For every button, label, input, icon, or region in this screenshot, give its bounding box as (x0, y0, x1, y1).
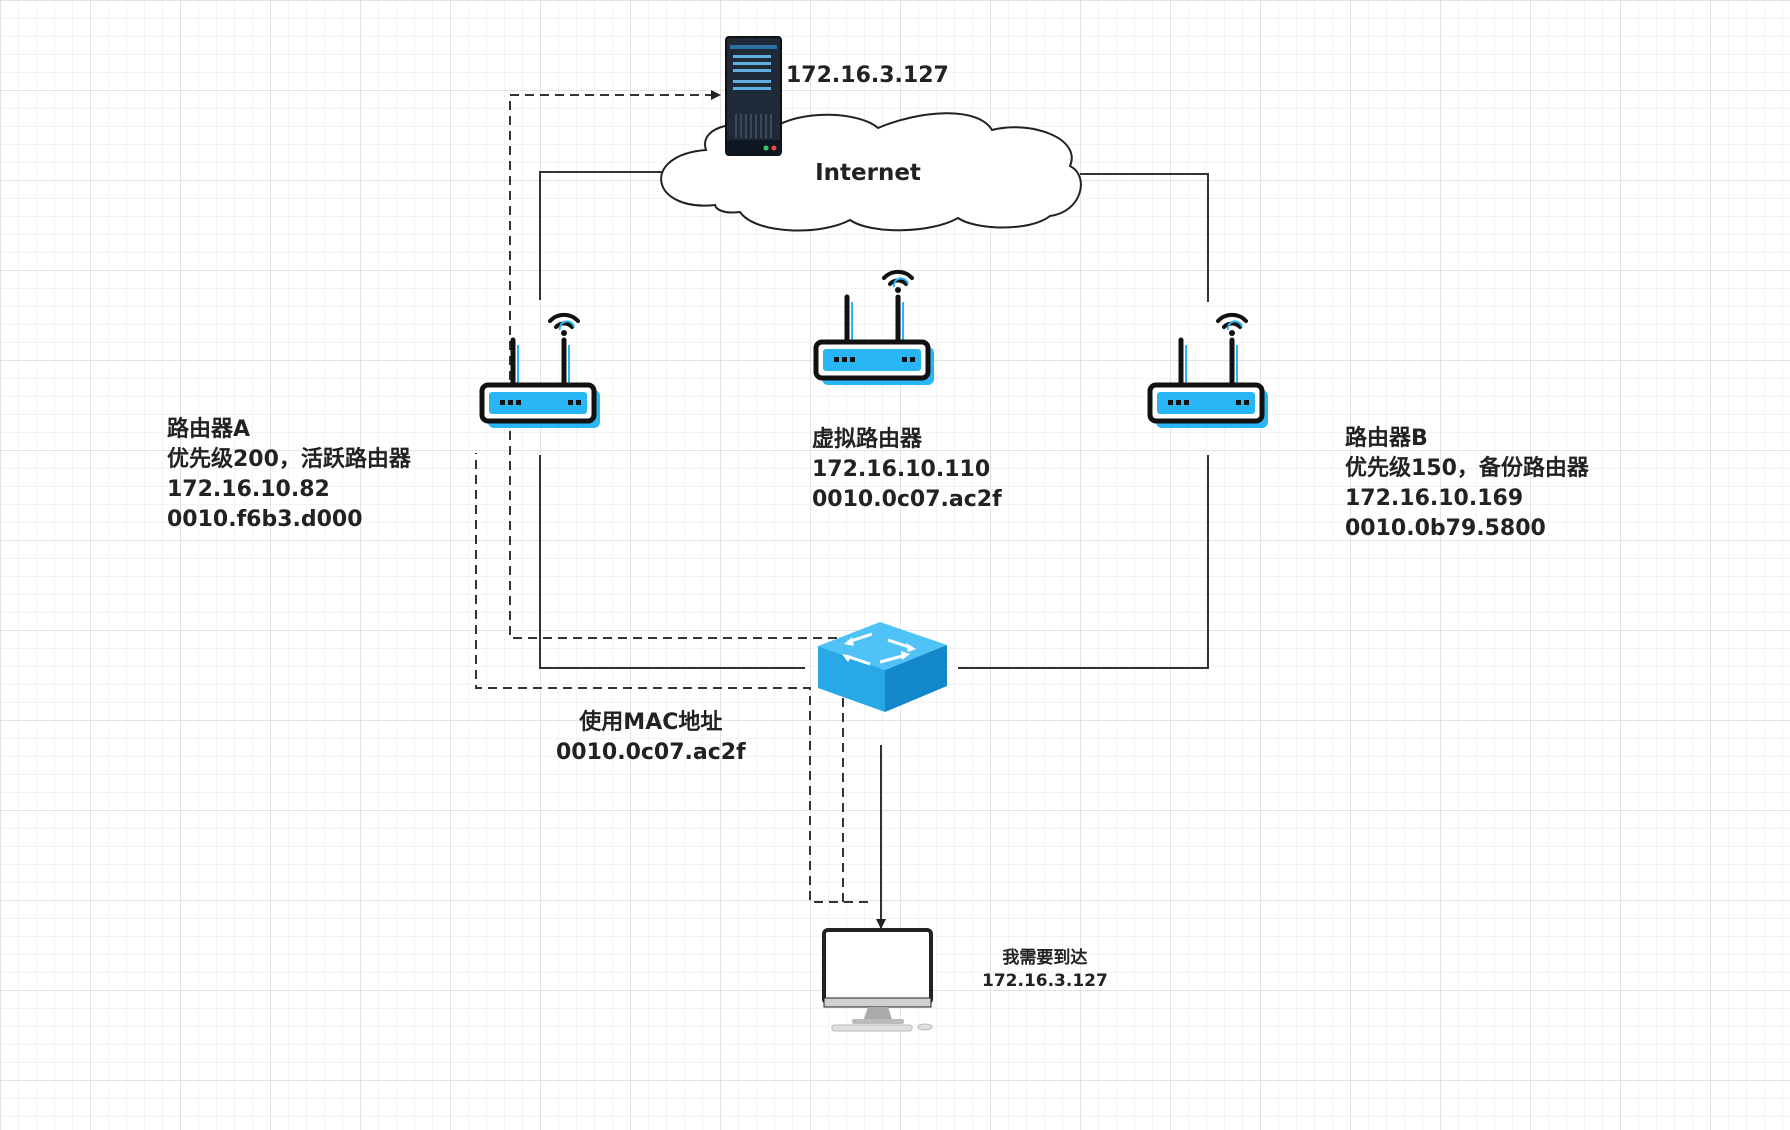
switch-label-line2: 0010.0c07.ac2f (556, 740, 746, 765)
virtual-router-icon (813, 269, 934, 385)
server-ip: 172.16.3.127 (786, 63, 949, 88)
routers (479, 269, 1268, 428)
solid-links (539, 171, 1209, 929)
client-label: 我需要到达 172.16.3.127 (982, 947, 1108, 993)
router-b-mac: 0010.0b79.5800 (1345, 516, 1546, 541)
router-b-ip: 172.16.10.169 (1345, 486, 1524, 511)
server-icon (725, 36, 782, 156)
link-routerB-switch (958, 455, 1209, 669)
router-a-ip: 172.16.10.82 (167, 477, 330, 502)
virtual-router-mac: 0010.0c07.ac2f (812, 487, 1002, 512)
computer-icon (822, 928, 933, 1032)
virtual-router-name: 虚拟路由器 (812, 427, 923, 452)
switch-label-line1: 使用MAC地址 (579, 710, 723, 735)
router-b-name: 路由器B (1345, 426, 1428, 451)
client-label-line1: 我需要到达 (1002, 948, 1088, 968)
router-b-priority: 优先级150，备份路由器 (1345, 456, 1589, 481)
router-b-label: 路由器B 优先级150，备份路由器 172.16.10.169 0010.0b7… (1345, 424, 1589, 544)
cloud-label: Internet (815, 160, 921, 186)
router-a-label: 路由器A 优先级200，活跃路由器 172.16.10.82 0010.f6b3… (167, 415, 411, 535)
router-b-icon (1147, 312, 1268, 428)
path-client-to-routerA (475, 453, 868, 903)
router-a-priority: 优先级200，活跃路由器 (167, 447, 411, 472)
virtual-router-label: 虚拟路由器 172.16.10.110 0010.0c07.ac2f (812, 425, 1002, 515)
switch-icon (818, 622, 947, 712)
client-label-line2: 172.16.3.127 (982, 971, 1108, 991)
link-routerA-cloud (539, 171, 665, 300)
router-a-mac: 0010.f6b3.d000 (167, 507, 363, 532)
virtual-router-ip: 172.16.10.110 (812, 457, 991, 482)
router-a-icon (479, 312, 600, 428)
link-cloud-routerB (1080, 173, 1209, 302)
router-a-name: 路由器A (167, 417, 251, 442)
dashed-paths (475, 90, 868, 903)
link-routerA-switch (539, 455, 805, 669)
switch-label: 使用MAC地址 0010.0c07.ac2f (556, 708, 746, 768)
server-ip-label: 172.16.3.127 (786, 61, 949, 91)
